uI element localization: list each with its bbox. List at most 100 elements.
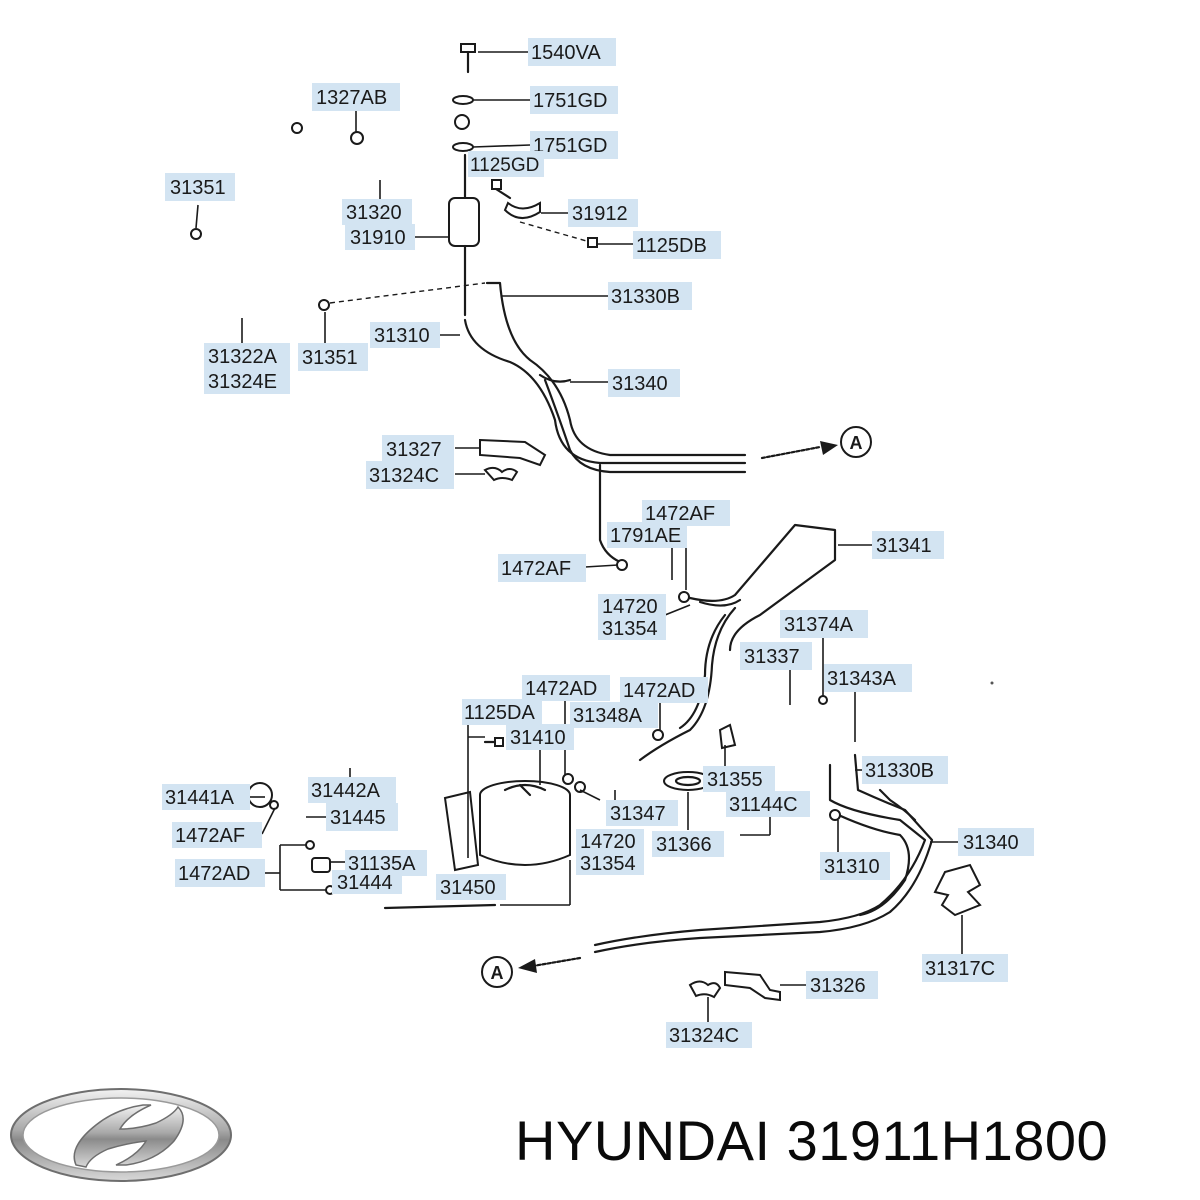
label-1125db: 1125DB [633, 231, 721, 259]
svg-text:14720: 14720 [580, 831, 636, 853]
label-31330b: 31330B [608, 282, 692, 310]
label-1791ae: 1791AE [607, 522, 687, 548]
svg-text:1327AB: 1327AB [316, 87, 387, 109]
fuel-line-31340-lower-icon [593, 753, 934, 954]
brand-name: HYUNDAI [515, 1109, 771, 1172]
bracket-31327-icon [479, 438, 547, 467]
clip-31355-icon [718, 723, 737, 750]
svg-text:1751GD: 1751GD [533, 135, 608, 157]
svg-text:31144C: 31144C [729, 794, 798, 816]
hose-31320-icon [291, 114, 470, 176]
svg-text:31351: 31351 [302, 347, 358, 369]
label-1472ad-right: 1472AD [620, 677, 708, 703]
svg-text:31330B: 31330B [611, 286, 680, 308]
stray-dot [990, 681, 994, 685]
svg-text:31343A: 31343A [827, 668, 897, 690]
svg-text:31340: 31340 [963, 832, 1019, 854]
label-31445: 31445 [326, 803, 398, 831]
label-1327ab: 1327AB [312, 83, 400, 111]
label-31348a: 31348A [570, 702, 658, 728]
hyundai-logo-icon [10, 1088, 232, 1182]
svg-text:31347: 31347 [610, 803, 666, 825]
svg-text:31366: 31366 [656, 834, 712, 856]
label-31910: 31910 [345, 224, 415, 250]
marker-a-lower-text: A [491, 963, 504, 983]
clip-31351-icon [190, 228, 202, 240]
reference-marker-a-lower: A [481, 956, 513, 988]
label-31441a: 31441A [162, 784, 250, 810]
label-1125gd: 1125GD [468, 151, 544, 177]
svg-text:31410: 31410 [510, 727, 566, 749]
label-31340: 31340 [608, 369, 680, 397]
arrow-to-a-upper-icon [760, 445, 822, 460]
svg-text:31320: 31320 [346, 202, 402, 224]
bolt-1125db-icon [519, 221, 598, 248]
svg-text:1751GD: 1751GD [533, 90, 608, 112]
svg-text:31445: 31445 [330, 807, 386, 829]
svg-text:31324C: 31324C [669, 1025, 739, 1047]
svg-text:31355: 31355 [707, 769, 763, 791]
label-31341: 31341 [872, 531, 944, 559]
bracket-31326-icon [724, 970, 781, 1002]
label-31444: 31444 [332, 870, 402, 894]
svg-text:1472AF: 1472AF [501, 558, 571, 580]
label-31327: 31327 [382, 435, 454, 463]
label-31330b-lower: 31330B [862, 756, 948, 784]
label-31351: 31351 [165, 173, 235, 201]
svg-text:1125DA: 1125DA [464, 702, 535, 724]
svg-text:31310: 31310 [374, 325, 430, 347]
label-1751gd-lower: 1751GD [530, 131, 618, 159]
label-31322a: 31322A [204, 343, 290, 369]
label-14720-lower: 14720 [576, 829, 644, 853]
clip-31351-lower-icon [318, 299, 330, 311]
svg-text:31444: 31444 [337, 872, 393, 894]
svg-text:31441A: 31441A [165, 787, 235, 809]
clamp-31324c-icon [483, 466, 519, 482]
bracket-31317c-icon [933, 863, 982, 917]
fuel-line-31341-icon [688, 523, 837, 652]
svg-text:1472AF: 1472AF [175, 825, 245, 847]
part-number: 31911H1800 [786, 1109, 1109, 1172]
label-31324c: 31324C [366, 461, 454, 489]
svg-text:31340: 31340 [612, 373, 668, 395]
svg-text:31348A: 31348A [573, 705, 643, 727]
label-31343a: 31343A [824, 664, 912, 692]
label-31374a: 31374A [780, 610, 868, 638]
bolt-1125da-icon [483, 737, 504, 747]
label-1472ad: 1472AD [522, 675, 610, 701]
svg-text:31341: 31341 [876, 535, 932, 557]
svg-text:31326: 31326 [810, 975, 866, 997]
label-31351-lower: 31351 [298, 343, 368, 371]
label-1472af-left: 1472AF [498, 554, 586, 582]
bolt-1125gd-icon [491, 179, 512, 200]
fuel-line-31340-icon [463, 281, 747, 474]
svg-text:31135A: 31135A [348, 853, 416, 875]
svg-text:31354: 31354 [580, 853, 636, 875]
part-caption: HYUNDAI 31911H1800 [515, 1108, 1108, 1173]
label-1540va: 1540VA [528, 38, 616, 66]
label-31355: 31355 [703, 766, 775, 792]
svg-text:31337: 31337 [744, 646, 800, 668]
label-1125da: 1125DA [462, 699, 542, 725]
washer-1751gd-icon [452, 95, 474, 105]
label-31450: 31450 [436, 874, 506, 900]
label-31912: 31912 [568, 199, 638, 227]
svg-text:31450: 31450 [440, 877, 496, 899]
svg-text:31351: 31351 [170, 177, 226, 199]
svg-text:31322A: 31322A [208, 346, 278, 368]
label-31410: 31410 [506, 724, 574, 750]
clamp-31324c-lower-icon [688, 980, 722, 999]
label-31347: 31347 [606, 800, 678, 826]
svg-text:31354: 31354 [602, 618, 658, 640]
label-31317c: 31317C [922, 954, 1008, 982]
svg-text:31912: 31912 [572, 203, 628, 225]
svg-text:31330B: 31330B [865, 760, 934, 782]
marker-a-upper-text: A [850, 433, 863, 453]
svg-text:1125GD: 1125GD [470, 155, 539, 176]
svg-text:31442A: 31442A [311, 780, 381, 802]
label-1751gd: 1751GD [530, 86, 618, 114]
valve-31135a-icon [305, 840, 335, 895]
label-1472ad-lower: 1472AD [175, 859, 265, 887]
svg-text:1472AD: 1472AD [525, 678, 597, 700]
